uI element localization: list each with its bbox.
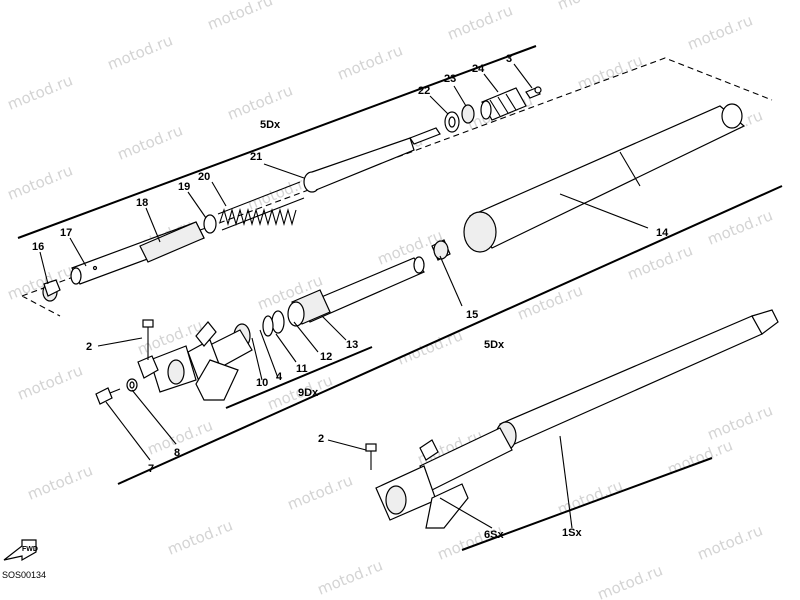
fwd-label: FWD bbox=[22, 546, 38, 553]
callout-8: 8 bbox=[174, 447, 180, 459]
callout-labels: 2 2 3 4 6Sx 7 8 9Dx 10 11 12 13 14 15 16… bbox=[32, 53, 669, 541]
part-15-bushing bbox=[431, 239, 451, 261]
callout-16: 16 bbox=[32, 241, 44, 253]
callout-2: 2 bbox=[86, 341, 92, 353]
callout-14: 14 bbox=[656, 227, 669, 239]
watermark: motod.ru bbox=[695, 521, 766, 563]
callout-4: 4 bbox=[276, 371, 283, 383]
part-24-adjuster bbox=[480, 87, 527, 121]
callout-17: 17 bbox=[60, 227, 72, 239]
part-23-ring bbox=[461, 104, 475, 124]
callout-19: 19 bbox=[178, 181, 190, 193]
watermark: motod.ru bbox=[115, 121, 186, 163]
drawing-code: SOS00134 bbox=[2, 570, 46, 580]
part-22-ring bbox=[444, 111, 460, 133]
assembly-frame-upper bbox=[21, 57, 773, 317]
watermark: motod.ru bbox=[685, 11, 756, 53]
callout-10: 10 bbox=[256, 377, 268, 389]
watermark: motod.ru bbox=[285, 471, 356, 513]
group-bracket-1sx bbox=[461, 457, 713, 551]
callout-1sx: 1Sx bbox=[562, 527, 582, 539]
callout-15: 15 bbox=[466, 309, 478, 321]
watermark: motod.ru bbox=[315, 556, 386, 598]
part-14-outer-tube bbox=[463, 103, 746, 253]
callout-23: 23 bbox=[444, 73, 456, 85]
callout-22: 22 bbox=[418, 85, 430, 97]
watermark: motod.ru bbox=[705, 206, 776, 248]
watermark: motod.ru bbox=[105, 31, 176, 73]
watermark: motod.ru bbox=[595, 561, 666, 600]
watermark: motod.ru bbox=[225, 81, 296, 123]
group-bracket-5dx-mid bbox=[117, 185, 783, 485]
watermark: motod.ru bbox=[335, 41, 406, 83]
part-16-cap bbox=[42, 279, 61, 302]
callout-9dx: 9Dx bbox=[298, 387, 319, 399]
part-3-screw bbox=[525, 86, 542, 99]
watermark: motod.ru bbox=[435, 521, 506, 563]
callout-6sx: 6Sx bbox=[484, 529, 504, 541]
watermark: motod.ru bbox=[515, 281, 586, 323]
part-1sx-fork-leg bbox=[365, 309, 779, 529]
part-19-ring bbox=[203, 214, 217, 234]
callout-11: 11 bbox=[296, 363, 308, 375]
watermark: motod.ru bbox=[625, 241, 696, 283]
watermark: motod.ru bbox=[25, 461, 96, 503]
group-bracket-9dx bbox=[225, 346, 373, 409]
watermark: motod.ru bbox=[5, 261, 76, 303]
callout-12: 12 bbox=[320, 351, 332, 363]
callout-20: 20 bbox=[198, 171, 210, 183]
leader-lines bbox=[39, 63, 649, 529]
group-bracket-5dx-top bbox=[17, 45, 537, 239]
watermark: motod.ru bbox=[5, 161, 76, 203]
watermark: motod.ru bbox=[445, 1, 516, 43]
part-17-18-damper-tube bbox=[70, 221, 205, 285]
part-20-spring bbox=[217, 181, 305, 231]
callout-21: 21 bbox=[250, 151, 262, 163]
callout-2: 2 bbox=[318, 433, 324, 445]
part-2-bolt bbox=[142, 319, 154, 360]
callout-3: 3 bbox=[506, 53, 512, 65]
part-9dx-inner-tube bbox=[137, 256, 425, 401]
watermark: motod.ru bbox=[165, 516, 236, 558]
part-7-bolt bbox=[95, 387, 121, 405]
callout-5dx-top: 5Dx bbox=[260, 119, 281, 131]
callout-5dx-mid: 5Dx bbox=[484, 339, 505, 351]
fwd-arrow-icon: FWD bbox=[3, 539, 38, 562]
watermark: motod.ru bbox=[205, 0, 276, 34]
watermark: motod.ru bbox=[5, 71, 76, 113]
watermark: motod.ru bbox=[15, 361, 86, 403]
callout-7: 7 bbox=[148, 463, 154, 475]
callout-18: 18 bbox=[136, 197, 148, 209]
part-21-rod bbox=[303, 127, 441, 193]
watermark: motod.ru bbox=[705, 401, 776, 443]
part-8-washer bbox=[126, 378, 138, 392]
watermark: motod.ru bbox=[555, 0, 626, 14]
watermark: motod.ru bbox=[315, 0, 386, 4]
callout-24: 24 bbox=[472, 63, 485, 75]
callout-13: 13 bbox=[346, 339, 358, 351]
